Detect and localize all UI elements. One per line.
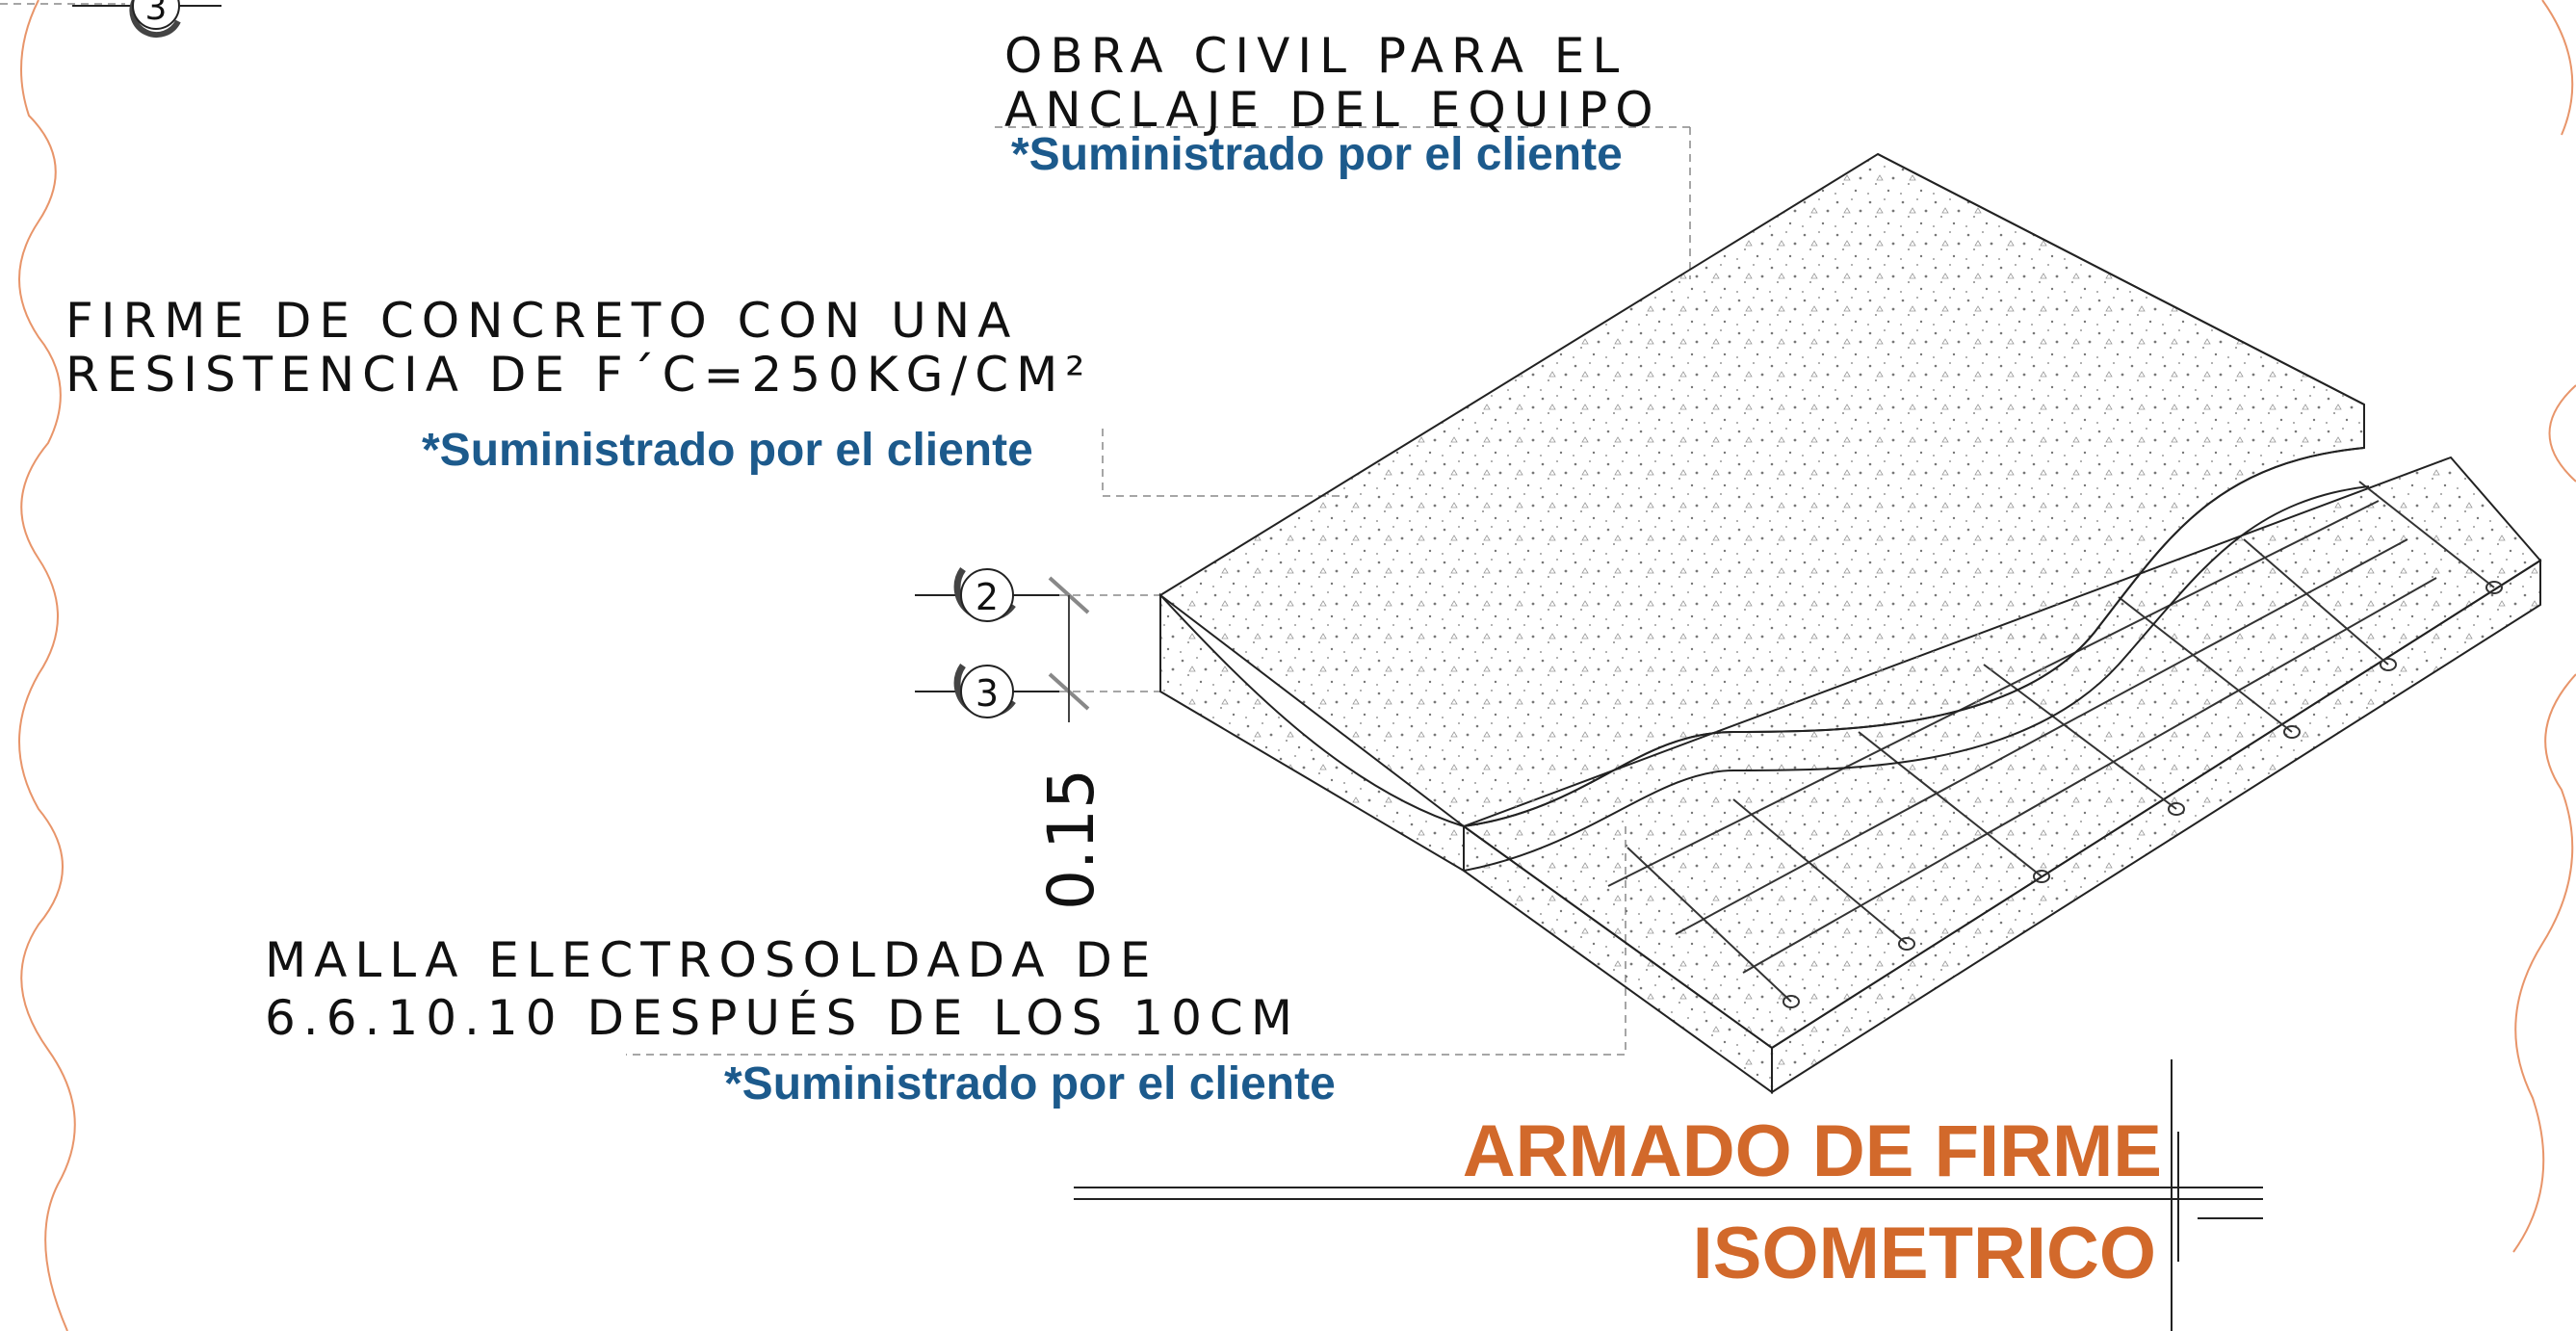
slab-note: FIRME DE CONCRETO CON UNA RESISTENCIA DE… <box>65 294 1092 402</box>
level-marker-3-label: 3 <box>976 672 999 715</box>
slab-note-line-1: FIRME DE CONCRETO CON UNA <box>65 293 1019 349</box>
sheet-border <box>18 0 2576 1331</box>
drawing-title: ARMADO DE FIRME <box>1462 1110 2162 1192</box>
anchor-note: OBRA CIVIL PARA EL ANCLAJE DEL EQUIPO <box>1004 29 1661 137</box>
slab-supply-note: *Suministrado por el cliente <box>422 425 1033 476</box>
slab-base <box>1461 456 2542 1094</box>
anchor-note-line-1: OBRA CIVIL PARA EL <box>1004 28 1627 84</box>
drawing-subtitle: ISOMETRICO <box>1692 1213 2156 1294</box>
mesh-note-line-2: 6.6.10.10 DESPUÉS DE LOS 10CM <box>265 990 1300 1046</box>
level-marker-2: 2 <box>915 566 1090 622</box>
anchor-supply-note: *Suministrado por el cliente <box>1011 129 1623 180</box>
anchor-note-line-2: ANCLAJE DEL EQUIPO <box>1004 82 1661 138</box>
slab-note-line-2: RESISTENCIA DE F´C=250KG/CM² <box>65 347 1093 403</box>
mesh-supply-note: *Suministrado por el cliente <box>724 1058 1336 1109</box>
level-marker-3: 3 <box>915 663 1090 718</box>
mesh-note-line-1: MALLA ELECTROSOLDADA DE <box>265 932 1158 988</box>
marker-top-left: 3 <box>72 0 221 39</box>
slab-top-concrete <box>1158 152 2370 873</box>
title-rule-lines <box>1074 1059 2263 1331</box>
dimension-label: 0.15 <box>1034 769 1108 910</box>
mesh-note: MALLA ELECTROSOLDADA DE 6.6.10.10 DESPUÉ… <box>265 931 1300 1047</box>
leader-lines <box>0 3 1691 1056</box>
level-marker-2-label: 2 <box>976 576 999 618</box>
marker-top-left-label: 3 <box>145 0 168 28</box>
